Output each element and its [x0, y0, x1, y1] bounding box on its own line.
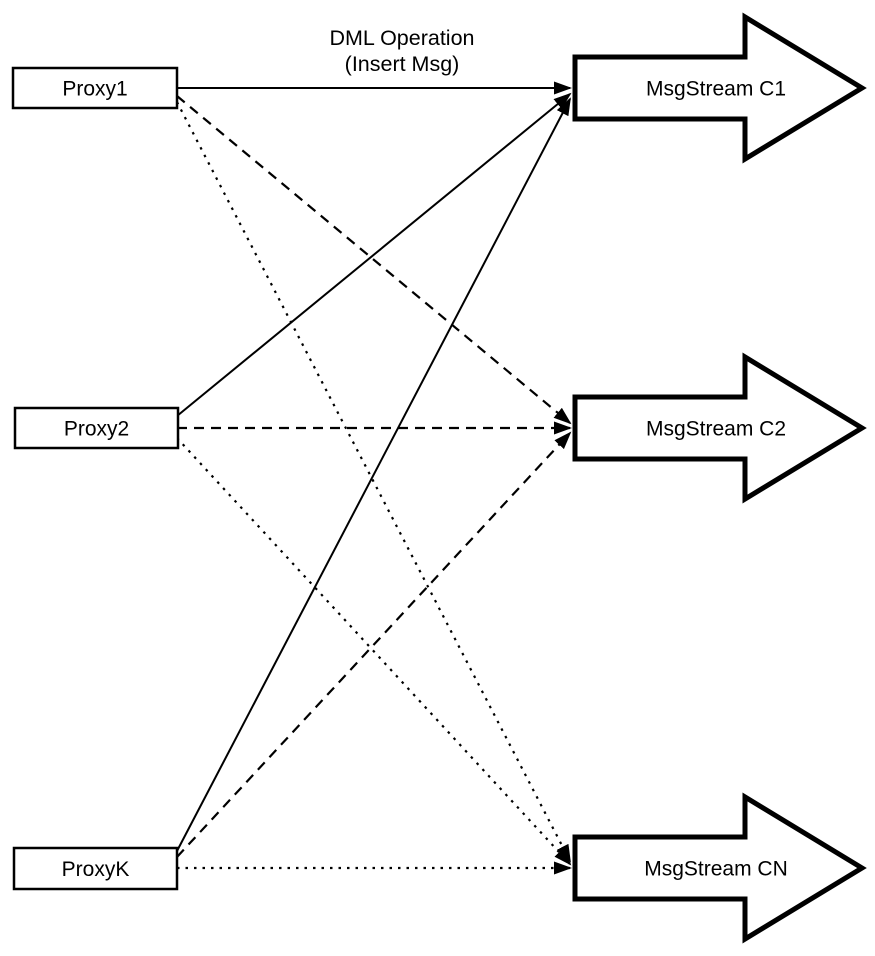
diagram-title-line1: DML Operation [330, 26, 475, 50]
diagram-title-line2: (Insert Msg) [345, 52, 460, 76]
proxy-label-proxyk: ProxyK [62, 858, 130, 881]
proxy-node-proxyk[interactable]: ProxyK [12, 846, 179, 891]
stream-label-c1: MsgStream C1 [646, 78, 786, 101]
proxy-label-proxy1: Proxy1 [62, 78, 127, 101]
proxy-box-proxy2[interactable] [13, 406, 180, 450]
edge-proxyk-c1-solid [176, 97, 571, 852]
proxy-box-proxyk[interactable] [12, 846, 179, 891]
edge-proxyk-c2-dashed [176, 431, 572, 858]
stream-label-cn: MsgStream CN [644, 858, 788, 881]
edge-proxy2-cn-dotted [176, 437, 572, 866]
stream-node-cn[interactable]: MsgStream CN [572, 792, 867, 944]
stream-node-c1[interactable]: MsgStream C1 [572, 12, 867, 164]
stream-arrow-cn[interactable] [572, 792, 867, 944]
edge-proxy2-c1-solid [176, 92, 572, 417]
edges-layer [176, 81, 572, 875]
stream-arrow-c2[interactable] [572, 352, 867, 504]
proxy-box-proxy1[interactable] [11, 66, 179, 110]
stream-arrow-c1[interactable] [572, 12, 867, 164]
edge-proxy1-cn-dotted [176, 101, 571, 863]
stream-node-c2[interactable]: MsgStream C2 [572, 352, 867, 504]
proxy-node-proxy1[interactable]: Proxy1 [11, 66, 179, 110]
proxy-label-proxy2: Proxy2 [64, 418, 129, 441]
stream-label-c2: MsgStream C2 [646, 418, 786, 441]
edge-proxy1-c2-dashed [176, 95, 572, 425]
proxy-node-proxy2[interactable]: Proxy2 [13, 406, 180, 450]
